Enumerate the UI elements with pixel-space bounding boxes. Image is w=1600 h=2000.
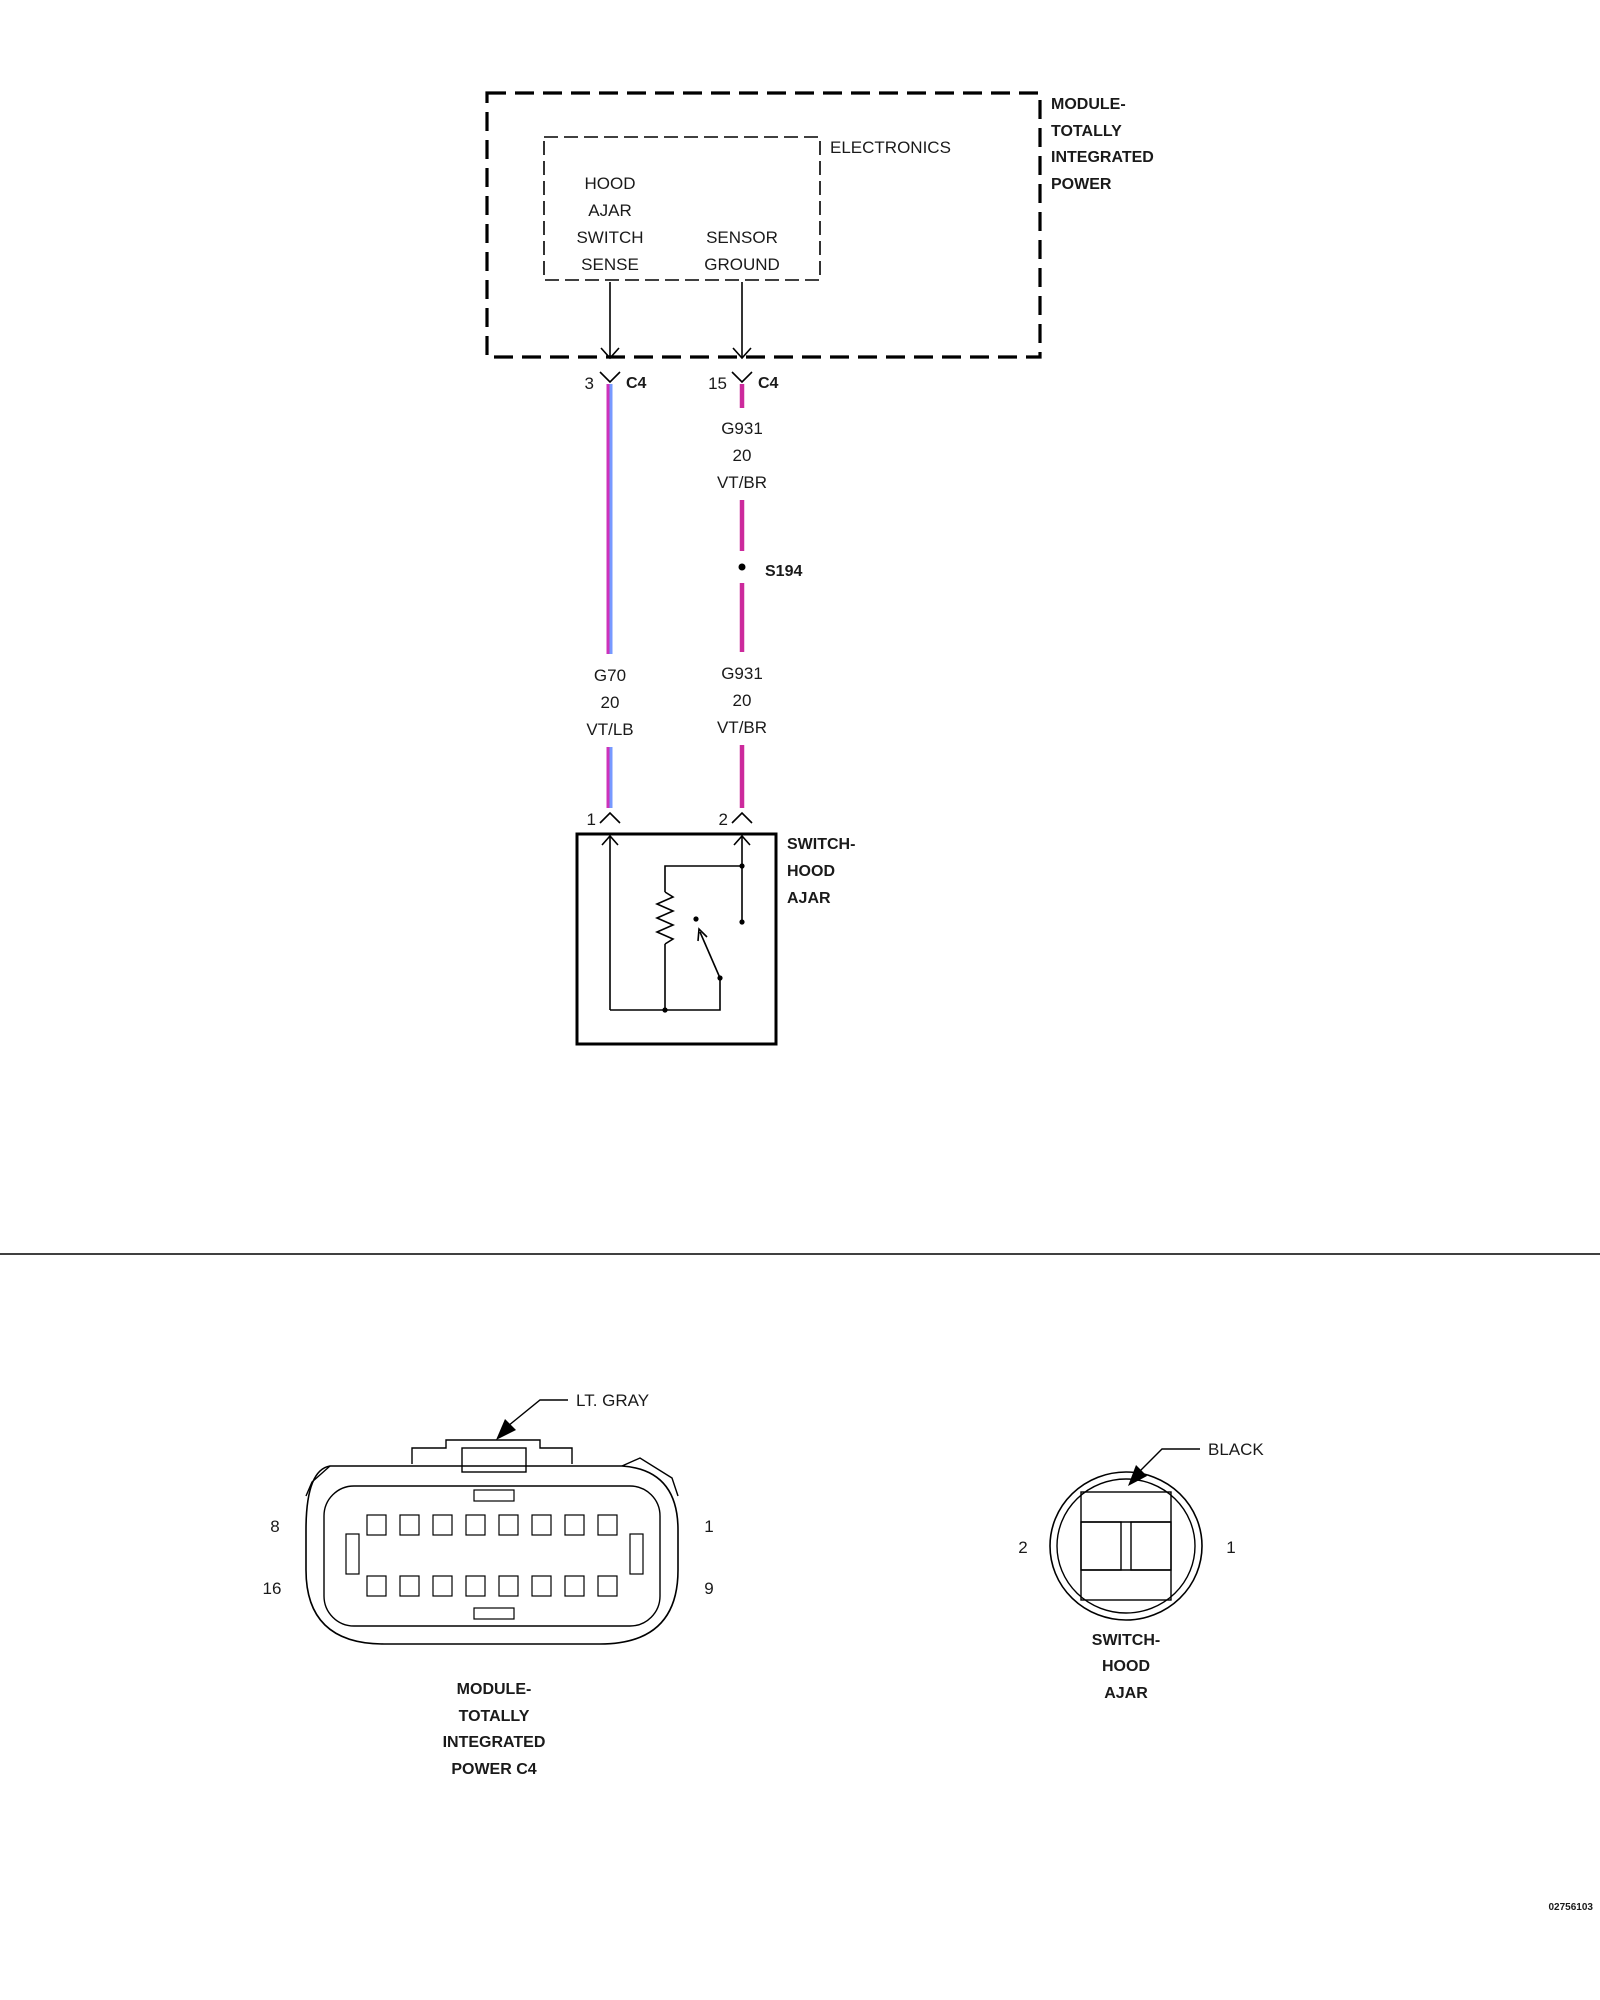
c4-cavity	[366, 1575, 387, 1597]
wire-g931-lower-gauge: 20	[733, 691, 752, 710]
hood-sense-line-1: HOOD	[585, 174, 636, 193]
switch-view-name-line-1: SWITCH-	[1092, 1632, 1160, 1649]
c4-cavity	[399, 1514, 420, 1536]
c4-cavity	[366, 1514, 387, 1536]
pin-3-connector-symbol	[599, 371, 621, 384]
switch-pin-1-number: 1	[587, 810, 596, 829]
pin-15-connector-symbol	[731, 371, 753, 384]
module-c4-name-line-3: INTEGRATED	[443, 1734, 546, 1751]
figure-id: 02756103	[1549, 1902, 1594, 1913]
c4-cavity	[498, 1514, 519, 1536]
pin-3-number: 3	[585, 374, 594, 393]
switch-pin-2-number: 2	[719, 810, 728, 829]
c4-cavity	[597, 1575, 618, 1597]
module-c4-name-line-2: TOTALLY	[459, 1708, 530, 1725]
wire-g931-upper-gauge: 20	[733, 446, 752, 465]
module-c4-pin-label-9: 9	[704, 1579, 713, 1598]
wire-g931-lower-color: VT/BR	[717, 718, 767, 737]
switch-pin-label-2: 2	[1018, 1538, 1027, 1557]
c4-cavity	[531, 1575, 552, 1597]
switch-body	[575, 832, 778, 1046]
sensor-ground-line-2: GROUND	[704, 255, 780, 274]
module-c4-name-line-4: POWER C4	[451, 1761, 536, 1778]
hood-sense-line-2: AJAR	[588, 201, 631, 220]
wire-g931-upper-circuit: G931	[721, 419, 763, 438]
switch-connector-view	[1049, 1471, 1203, 1621]
module-lead-right	[732, 282, 752, 360]
splice-s194-dot	[738, 563, 746, 571]
module-name-line-4: POWER	[1051, 176, 1112, 193]
splice-s194-label: S194	[765, 563, 802, 580]
module-name-line-1: MODULE-	[1051, 96, 1126, 113]
module-c4-pin-label-16: 16	[263, 1579, 282, 1598]
switch-view-name-line-2: HOOD	[1102, 1658, 1150, 1675]
wire-g931-upper-color: VT/BR	[717, 473, 767, 492]
module-lead-left	[600, 282, 620, 360]
c4-cavity	[564, 1514, 585, 1536]
pin-3-connector: C4	[626, 375, 647, 392]
c4-cavity	[498, 1575, 519, 1597]
c4-cavity	[597, 1514, 618, 1536]
switch-pin-label-1: 1	[1226, 1538, 1235, 1557]
module-outline	[485, 91, 1042, 359]
module-c4-connector-view	[305, 1439, 679, 1645]
sensor-ground-line-1: SENSOR	[706, 228, 778, 247]
electronics-box	[543, 136, 821, 281]
c4-cavity	[531, 1514, 552, 1536]
c4-cavity	[432, 1514, 453, 1536]
wire-g70-upper	[606, 384, 613, 654]
module-c4-pin-label-8: 8	[270, 1517, 279, 1536]
switch-name-line-3: AJAR	[787, 890, 831, 907]
wire-g931-lower-circuit: G931	[721, 664, 763, 683]
module-c4-name-line-1: MODULE-	[457, 1681, 532, 1698]
switch-callout-text: BLACK	[1208, 1440, 1264, 1459]
c4-cavity	[564, 1575, 585, 1597]
wire-g70-gauge: 20	[601, 693, 620, 712]
module-name-line-2: TOTALLY	[1051, 123, 1122, 140]
switch-callout-leader	[1128, 1448, 1200, 1486]
c4-cavity	[465, 1575, 486, 1597]
switch-name-line-1: SWITCH-	[787, 836, 855, 853]
wire-g70-lower	[606, 747, 613, 808]
module-c4-pin-label-1: 1	[704, 1517, 713, 1536]
module-c4-cavities	[366, 1514, 618, 1597]
hood-sense-line-4: SENSE	[581, 255, 639, 274]
module-c4-callout-leader	[496, 1399, 568, 1440]
c4-cavity	[432, 1575, 453, 1597]
c4-cavity	[465, 1514, 486, 1536]
switch-internal-circuit	[601, 834, 751, 1013]
hood-sense-line-3: SWITCH	[576, 228, 643, 247]
electronics-label: ELECTRONICS	[830, 138, 951, 157]
module-name-line-3: INTEGRATED	[1051, 149, 1154, 166]
wire-g70-circuit: G70	[594, 666, 626, 685]
switch-view-name-line-3: AJAR	[1104, 1685, 1148, 1702]
pin-15-connector: C4	[758, 375, 779, 392]
module-c4-callout-text: LT. GRAY	[576, 1391, 649, 1410]
switch-pin-1-symbol	[599, 811, 621, 824]
switch-name-line-2: HOOD	[787, 863, 835, 880]
c4-cavity	[399, 1575, 420, 1597]
pin-15-number: 15	[708, 374, 727, 393]
switch-pin-2-symbol	[731, 811, 753, 824]
wire-g70-color: VT/LB	[586, 720, 633, 739]
